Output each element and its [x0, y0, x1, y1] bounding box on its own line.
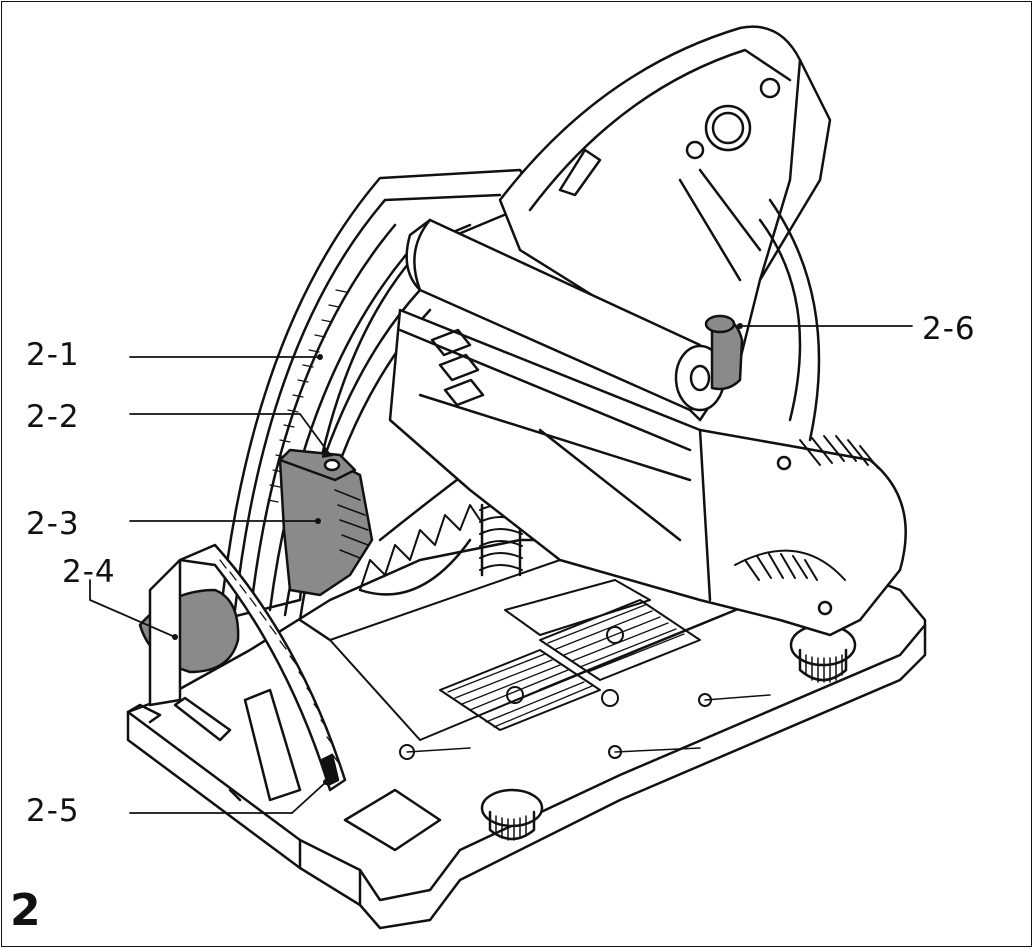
callout-label-2-2: 2-2 [26, 399, 80, 435]
leader-dots [172, 323, 743, 785]
hatched-pads [399, 579, 771, 760]
callout-label-2-5: 2-5 [26, 793, 80, 829]
callout-label-2-3: 2-3 [26, 506, 80, 542]
motor-housing [388, 308, 907, 637]
leader-lines [89, 325, 913, 814]
callout-label-2-6: 2-6 [922, 311, 976, 347]
callout-label-2-1: 2-1 [26, 337, 80, 373]
part-2-6 [704, 314, 744, 391]
part-2-3 [278, 448, 374, 597]
upper-housing [498, 25, 832, 442]
figure-number: 2 [10, 885, 41, 936]
callout-label-2-4: 2-4 [62, 554, 116, 590]
